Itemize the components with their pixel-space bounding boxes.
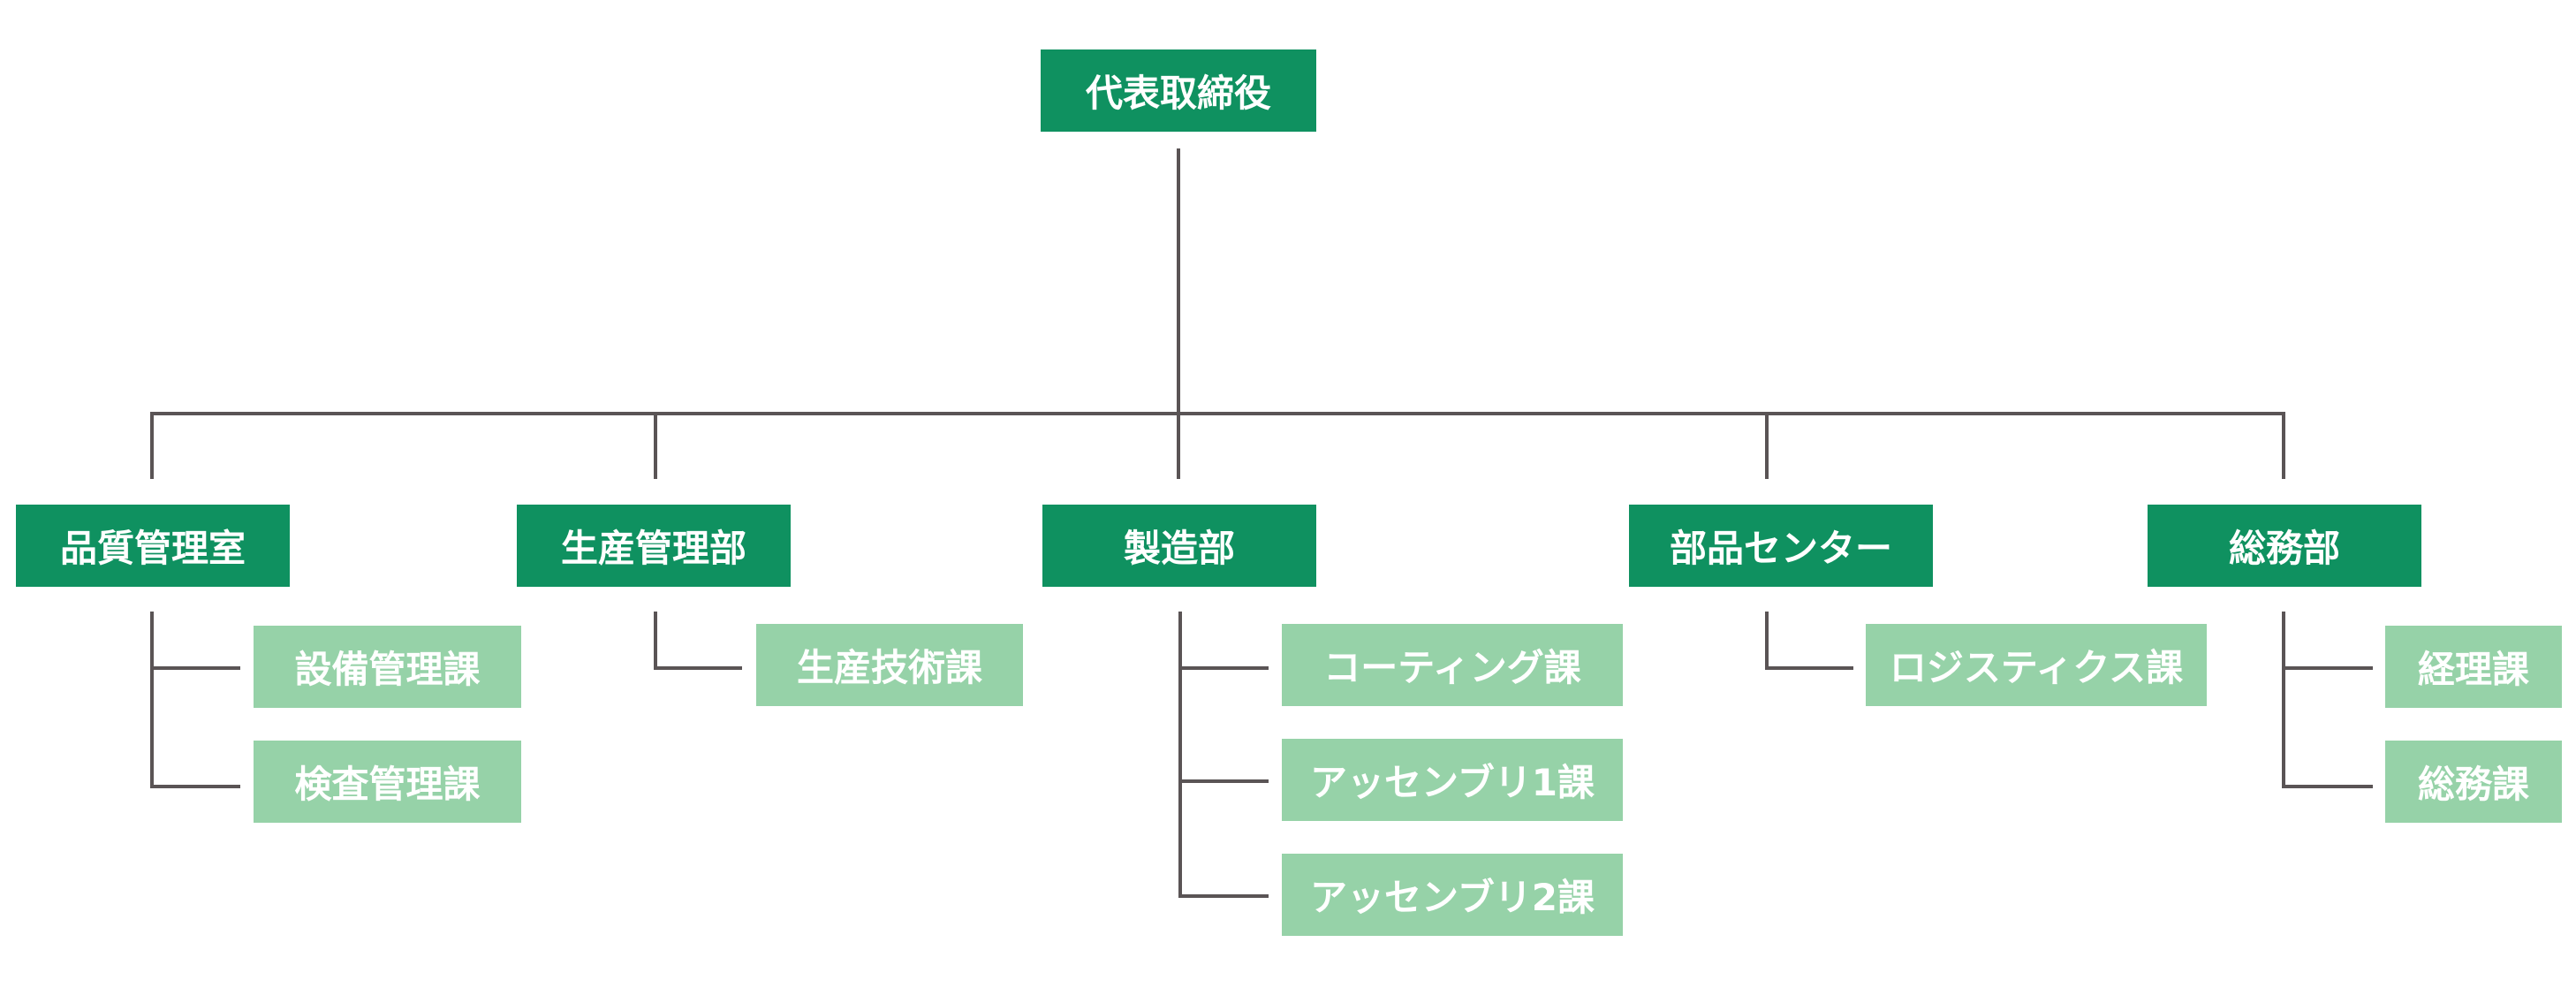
section-label: アッセンブリ2課 [1310, 876, 1595, 919]
section-label: 検査管理課 [294, 763, 481, 806]
section-node: 総務課 [2385, 741, 2562, 823]
department-label: 製造部 [1123, 527, 1235, 570]
section-label: ロジスティクス課 [1889, 646, 2184, 689]
section-label: 設備管理課 [294, 648, 481, 691]
section-label: 総務課 [2417, 763, 2529, 806]
section-node: 生産技術課 [756, 624, 1023, 706]
section-node: 検査管理課 [254, 741, 521, 823]
section-label: コーティング課 [1323, 646, 1581, 689]
section-node: 設備管理課 [254, 626, 521, 708]
department-node: 総務部 [2148, 505, 2421, 587]
root-node-label: 代表取締役 [1085, 72, 1271, 115]
department-node: 部品センター [1629, 505, 1933, 587]
section-label: 経理課 [2417, 648, 2529, 691]
section-node: アッセンブリ2課 [1282, 854, 1623, 936]
department-label: 総務部 [2228, 527, 2340, 570]
section-node: コーティング課 [1282, 624, 1623, 706]
department-node: 製造部 [1042, 505, 1316, 587]
section-node: ロジスティクス課 [1866, 624, 2207, 706]
department-node: 品質管理室 [16, 505, 290, 587]
section-label: アッセンブリ1課 [1310, 761, 1595, 804]
department-node: 生産管理部 [517, 505, 791, 587]
section-node: 経理課 [2385, 626, 2562, 708]
department-label: 部品センター [1669, 527, 1892, 570]
department-label: 品質管理室 [59, 527, 246, 570]
department-label: 生産管理部 [560, 527, 746, 570]
section-node: アッセンブリ1課 [1282, 739, 1623, 821]
root-node: 代表取締役 [1041, 49, 1316, 132]
section-label: 生産技術課 [796, 646, 982, 689]
